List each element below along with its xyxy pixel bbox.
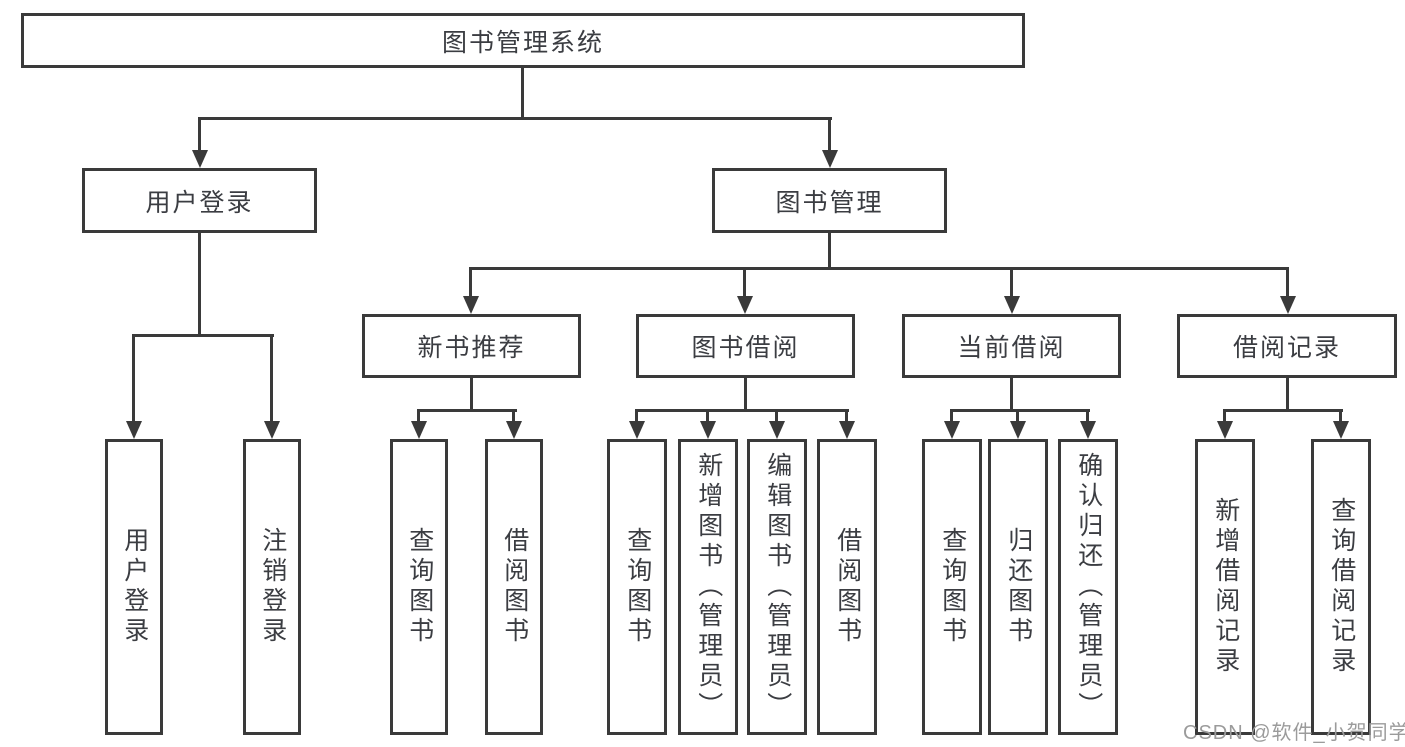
connector-drop: [1339, 409, 1342, 423]
connector-drop: [635, 409, 638, 423]
connector-drop-book-mgmt: [828, 117, 831, 152]
connector-user-login-stem: [198, 233, 201, 337]
connector-root-bar: [199, 117, 832, 120]
arrow-down-icon: [1080, 421, 1096, 439]
leaf-borrow-books: 借阅图书: [817, 439, 877, 735]
arrow-down-icon: [1217, 421, 1233, 439]
connector-book-mgmt-bar: [469, 267, 1289, 270]
node-library-system: 图书管理系统: [21, 13, 1025, 68]
arrow-down-icon: [629, 421, 645, 439]
csdn-watermark: CSDN @软件_小贺同学: [1183, 722, 1405, 744]
node-current-borrowing-label: 当前借阅: [957, 334, 1066, 362]
leaf-user-login: 用户登录: [105, 439, 163, 735]
connector-drop: [512, 409, 515, 423]
connector-current-borrow-bar: [950, 409, 1090, 412]
arrow-down-icon: [822, 150, 838, 168]
leaf-query-books-borrowing-label: 查询图书: [623, 527, 652, 647]
leaf-query-books-borrowing: 查询图书: [607, 439, 667, 735]
connector-current-borrow-stem: [1010, 378, 1013, 412]
leaf-user-login-label: 用户登录: [120, 527, 149, 647]
connector-drop: [706, 409, 709, 423]
arrow-down-icon: [126, 421, 142, 439]
leaf-confirm-return-admin: 确认归还（管理员）: [1058, 439, 1118, 735]
connector-drop: [845, 409, 848, 423]
leaf-confirm-return-admin-label: 确认归还（管理员）: [1074, 452, 1103, 722]
connector-drop: [1086, 409, 1089, 423]
leaf-logout: 注销登录: [243, 439, 301, 735]
connector-drop-user-login: [198, 117, 201, 152]
node-new-book-recommend-label: 新书推荐: [417, 334, 526, 362]
arrow-down-icon: [944, 421, 960, 439]
connector-drop-new-book: [469, 267, 472, 298]
connector-drop: [950, 409, 953, 423]
connector-book-borrow-bar: [635, 409, 849, 412]
connector-user-login-bar: [132, 334, 274, 337]
connector-book-borrow-stem: [744, 378, 747, 412]
arrow-down-icon: [1333, 421, 1349, 439]
arrow-down-icon: [1010, 421, 1026, 439]
leaf-add-books-admin-label: 新增图书（管理员）: [694, 452, 723, 722]
leaf-add-borrow-record-label: 新增借阅记录: [1211, 497, 1240, 677]
leaf-query-books-current-label: 查询图书: [938, 527, 967, 647]
arrow-down-icon: [769, 421, 785, 439]
connector-drop-current-borrow: [1010, 267, 1013, 298]
connector-borrow-records-stem: [1286, 378, 1289, 412]
node-borrow-records-label: 借阅记录: [1232, 334, 1341, 362]
node-current-borrowing: 当前借阅: [902, 314, 1121, 378]
leaf-return-books-label: 归还图书: [1004, 527, 1033, 647]
arrow-down-icon: [506, 421, 522, 439]
leaf-add-borrow-record: 新增借阅记录: [1195, 439, 1255, 735]
connector-drop: [417, 409, 420, 423]
node-borrow-records: 借阅记录: [1177, 314, 1397, 378]
node-library-system-label: 图书管理系统: [441, 28, 604, 57]
leaf-add-books-admin: 新增图书（管理员）: [678, 439, 738, 735]
leaf-edit-books-admin-label: 编辑图书（管理员）: [763, 452, 792, 722]
leaf-borrow-books-recommend-label: 借阅图书: [500, 527, 529, 647]
connector-drop: [1223, 409, 1226, 423]
leaf-query-books-recommend-label: 查询图书: [405, 527, 434, 647]
leaf-query-borrow-record: 查询借阅记录: [1311, 439, 1371, 735]
connector-drop-borrow-records: [1286, 267, 1289, 298]
arrow-down-icon: [1004, 296, 1020, 314]
leaf-borrow-books-label: 借阅图书: [833, 527, 862, 647]
node-book-management-label: 图书管理: [775, 188, 884, 217]
connector-root-stem: [521, 68, 524, 118]
node-book-borrowing: 图书借阅: [636, 314, 855, 378]
connector-drop: [775, 409, 778, 423]
node-book-management: 图书管理: [712, 168, 947, 233]
arrow-down-icon: [700, 421, 716, 439]
connector-borrow-records-bar: [1223, 409, 1343, 412]
leaf-edit-books-admin: 编辑图书（管理员）: [747, 439, 807, 735]
leaf-query-books-recommend: 查询图书: [390, 439, 448, 735]
leaf-query-borrow-record-label: 查询借阅记录: [1327, 497, 1356, 677]
connector-drop-leaf-logout: [270, 334, 273, 423]
connector-new-book-stem: [470, 378, 473, 412]
node-book-borrowing-label: 图书借阅: [691, 334, 800, 362]
leaf-borrow-books-recommend: 借阅图书: [485, 439, 543, 735]
leaf-logout-label: 注销登录: [258, 527, 287, 647]
arrow-down-icon: [411, 421, 427, 439]
connector-drop-book-borrow: [743, 267, 746, 298]
node-user-login-label: 用户登录: [145, 188, 254, 217]
arrow-down-icon: [264, 421, 280, 439]
node-new-book-recommend: 新书推荐: [362, 314, 581, 378]
connector-book-mgmt-stem: [828, 233, 831, 270]
leaf-return-books: 归还图书: [988, 439, 1048, 735]
connector-new-book-bar: [417, 409, 517, 412]
connector-drop-leaf-login: [132, 334, 135, 423]
arrow-down-icon: [839, 421, 855, 439]
leaf-query-books-current: 查询图书: [922, 439, 982, 735]
arrow-down-icon: [737, 296, 753, 314]
arrow-down-icon: [1280, 296, 1296, 314]
arrow-down-icon: [463, 296, 479, 314]
node-user-login: 用户登录: [82, 168, 317, 233]
connector-drop: [1016, 409, 1019, 423]
arrow-down-icon: [192, 150, 208, 168]
